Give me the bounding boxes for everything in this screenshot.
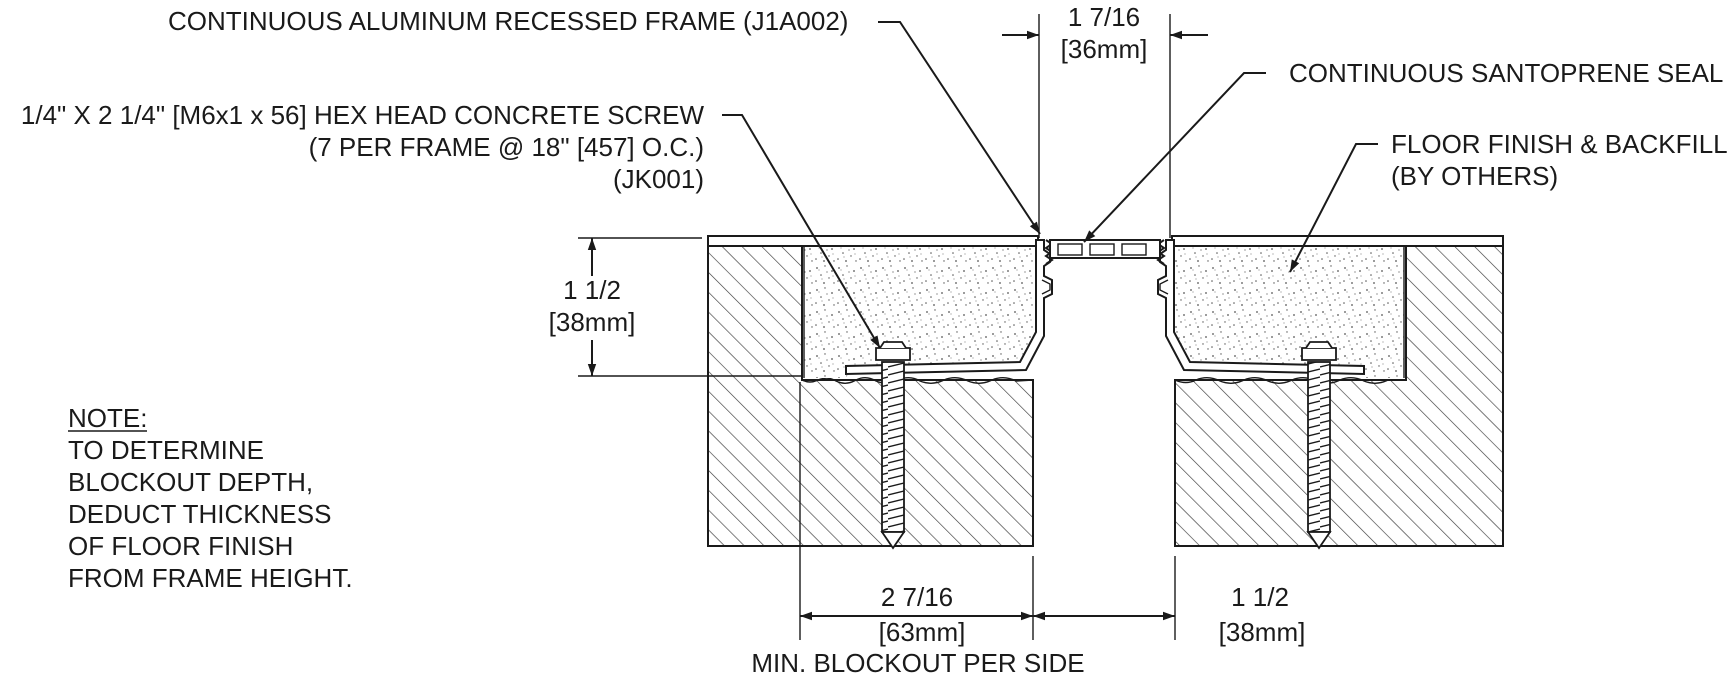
blockout-dimension-imperial: 2 7/16 xyxy=(881,582,953,612)
note-block: NOTE: TO DETERMINE BLOCKOUT DEPTH, DEDUC… xyxy=(68,403,353,593)
top-width-dimension: 1 7/16 [36mm] xyxy=(1002,2,1208,238)
top-dimension-imperial: 1 7/16 xyxy=(1068,2,1140,32)
right-concrete-screw xyxy=(1301,341,1337,550)
screw-callout-line2: (7 PER FRAME @ 18" [457] O.C.) xyxy=(309,132,704,162)
note-line: OF FLOOR FINISH xyxy=(68,531,293,561)
height-dimension-imperial: 1 1/2 xyxy=(563,275,621,305)
floor-callout-line1: FLOOR FINISH & BACKFILL xyxy=(1391,129,1728,159)
right-aluminum-frame xyxy=(1157,239,1365,376)
height-dimension: 1 1/2 [38mm] xyxy=(549,237,802,377)
frame-callout: CONTINUOUS ALUMINUM RECESSED FRAME (J1A0… xyxy=(168,6,1041,235)
floor-finish-callout: FLOOR FINISH & BACKFILL (BY OTHERS) xyxy=(1289,129,1728,273)
blockout-dimension: 2 7/16 [63mm] MIN. BLOCKOUT PER SIDE 1 1… xyxy=(751,382,1305,678)
height-dimension-metric: [38mm] xyxy=(549,307,636,337)
santoprene-seal xyxy=(1049,239,1161,259)
note-line: TO DETERMINE xyxy=(68,435,264,465)
screw-callout: 1/4" X 2 1/4" [M6x1 x 56] HEX HEAD CONCR… xyxy=(21,100,881,349)
gap-dimension-imperial: 1 1/2 xyxy=(1231,582,1289,612)
screw-callout-line1: 1/4" X 2 1/4" [M6x1 x 56] HEX HEAD CONCR… xyxy=(21,100,705,130)
note-line: BLOCKOUT DEPTH, xyxy=(68,467,313,497)
seal-callout: CONTINUOUS SANTOPRENE SEAL xyxy=(1083,58,1723,243)
blockout-dimension-metric: [63mm] xyxy=(879,617,966,647)
frame-callout-label: CONTINUOUS ALUMINUM RECESSED FRAME (J1A0… xyxy=(168,6,848,36)
right-blockout-edge xyxy=(1174,377,1406,384)
left-concrete-screw xyxy=(875,341,911,550)
left-floor-finish xyxy=(707,235,1039,247)
right-backfill xyxy=(1172,244,1405,378)
gap-dimension-metric: [38mm] xyxy=(1219,617,1306,647)
right-floor-finish xyxy=(1171,235,1504,247)
floor-callout-line2: (BY OTHERS) xyxy=(1391,161,1558,191)
note-line: FROM FRAME HEIGHT. xyxy=(68,563,353,593)
seal-callout-label: CONTINUOUS SANTOPRENE SEAL xyxy=(1289,58,1723,88)
top-dimension-metric: [36mm] xyxy=(1061,34,1148,64)
left-backfill xyxy=(803,244,1036,378)
note-title: NOTE: xyxy=(68,403,147,433)
blockout-caption: MIN. BLOCKOUT PER SIDE xyxy=(751,648,1084,678)
note-line: DEDUCT THICKNESS xyxy=(68,499,331,529)
screw-callout-line3: (JK001) xyxy=(613,164,704,194)
